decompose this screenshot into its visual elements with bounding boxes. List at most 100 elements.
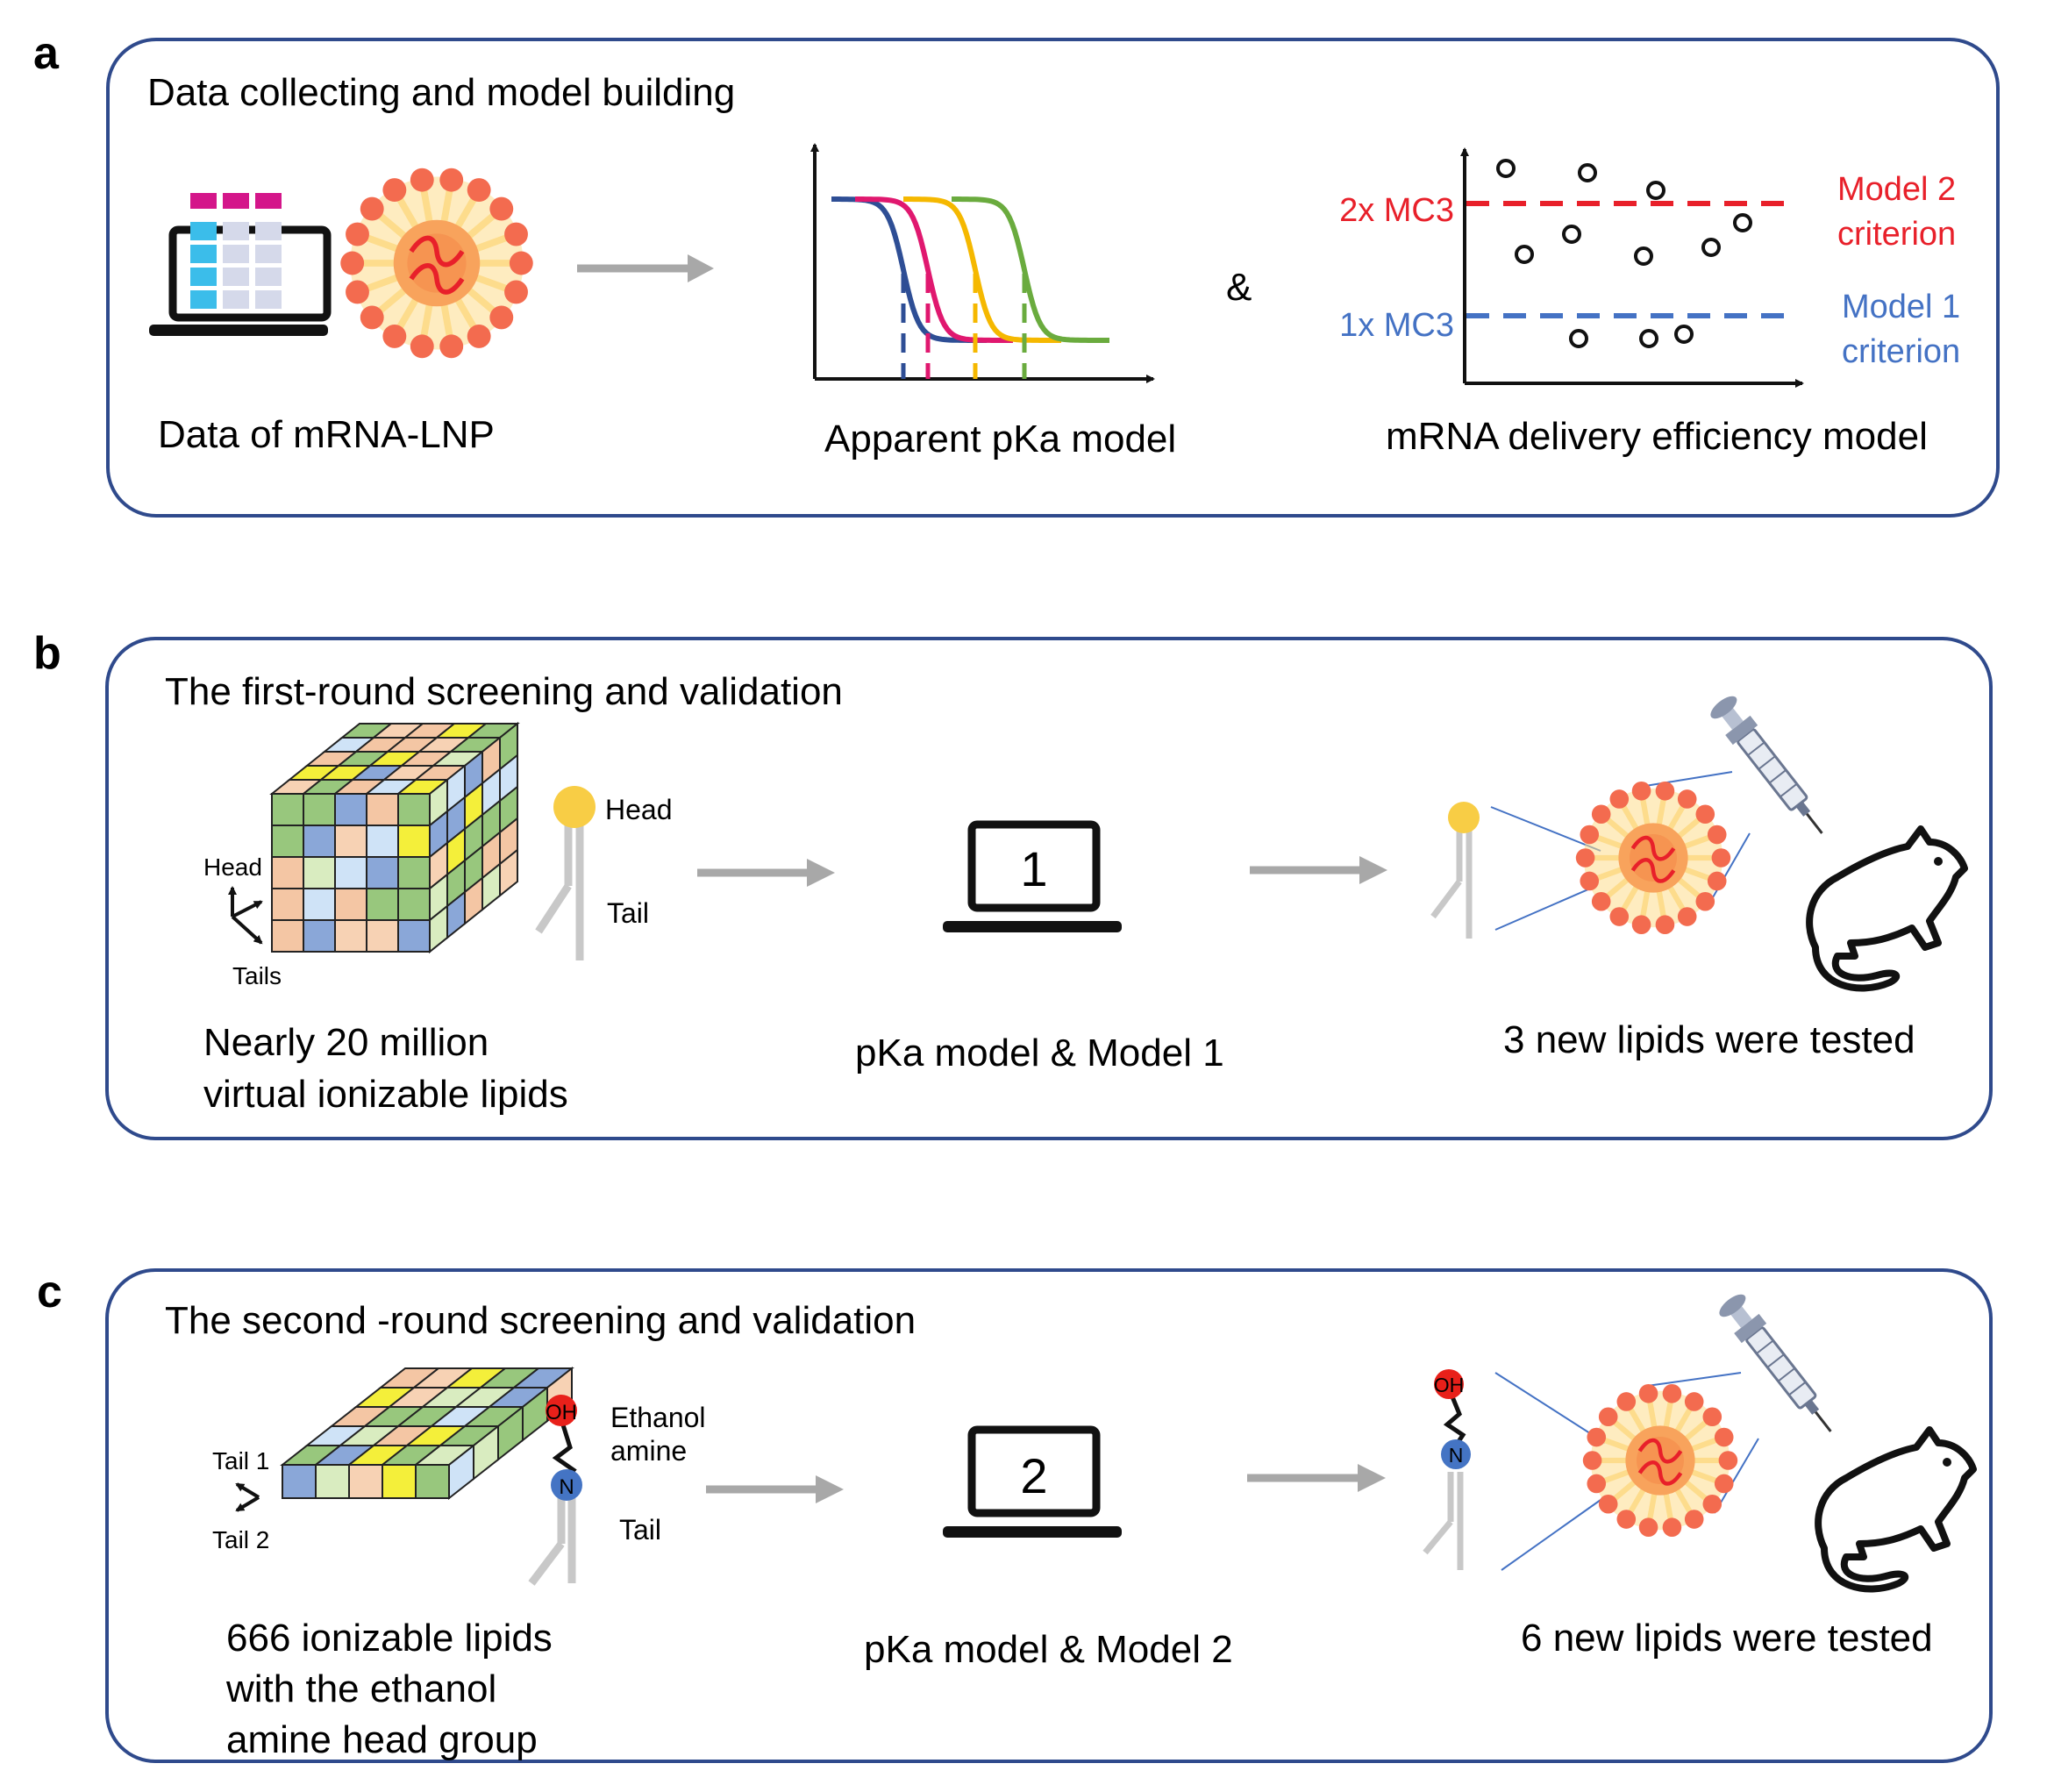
lnp-spoke [472,232,512,253]
lnp-headgroup [1662,1517,1682,1538]
lnp-spoke [1626,1486,1647,1517]
n-atom-label: N [559,1475,574,1499]
lnp-spoke [1600,1436,1632,1453]
lnp-spoke [1675,875,1704,901]
lnp-headgroup [346,280,369,304]
caption-pka-model-2: pKa model & Model 2 [864,1628,1233,1671]
lnp-spoke [464,210,500,241]
panel-a: a Data collecting and model building Dat… [33,28,2000,518]
lnp-headgroup [1702,1407,1722,1427]
cube-cell [397,856,431,889]
lnp-headgroup [1591,891,1611,911]
lnp-headgroup [1580,871,1600,891]
lnp-headgroup [504,222,528,246]
lnp-headgroup [1582,1451,1602,1470]
scatter-point [1578,163,1597,182]
cube-cell [334,856,367,889]
cube-cell [271,856,304,889]
table-cell [190,268,217,286]
lnp-headgroup [509,251,533,275]
lnp-headgroup [1702,1494,1722,1514]
mouse-icon [1806,825,1968,992]
laptop-icon: 2 [943,1425,1122,1538]
cube-cell [366,888,399,921]
lnp-headgroup [1714,1474,1734,1494]
lnp-spoke [1666,883,1687,914]
ethanol-label-line1: Ethanol [610,1402,706,1433]
panel-b-frame [105,637,1993,1140]
laptop-number-2: 2 [1020,1448,1047,1503]
lnp-headgroup [1616,1392,1637,1411]
label-1x-mc3: 1x MC3 [1339,307,1454,344]
panel-a-frame [106,38,2000,518]
mouse-icon [1815,1426,1977,1593]
lnp-particle-icon [340,168,533,359]
lnp-spoke [1602,815,1631,840]
lnp-headgroup [1655,781,1675,801]
zoom-lines [1494,1372,1759,1571]
mrna-strand [1630,835,1676,861]
axis-arrows [235,1482,260,1512]
lnp-headgroup [1616,1510,1637,1529]
lnp-headgroup [360,305,384,330]
scatter-point [1496,159,1516,178]
caption-lib-line1: Nearly 20 million [203,1021,489,1064]
model1-criterion-line2: criterion [1842,333,1960,370]
scatter-point [1646,181,1665,200]
lnp-headgroup [1707,825,1727,845]
lnp-headgroup [1631,915,1651,935]
scatter-point [1562,225,1581,244]
lnp-headgroup [340,251,365,275]
lnp-headgroup [1695,804,1715,825]
lnp-core-inner [1630,834,1677,882]
lnp-spoke [1646,1490,1658,1524]
lnp-spoke [439,301,454,341]
lnp-spoke [1675,815,1704,840]
lnp-spoke [1681,866,1714,882]
panel-b: b The first-round screening and validati… [33,628,1993,1140]
lnp-spoke [394,295,420,333]
caption-lib-line3: amine head group [226,1718,538,1761]
lnp-headgroup [346,222,369,246]
lnp-headgroup [439,168,464,192]
lnp-spoke [419,185,434,225]
lnp-headgroup [1718,1451,1738,1470]
pka-curve [903,196,1061,343]
lnp-spoke [419,301,434,341]
cube-cell [303,919,336,953]
syringe-icon [1710,696,1823,834]
lnp-spoke [1619,802,1640,832]
cube-cell [271,888,304,921]
cube-cell [334,825,367,858]
arrow-right-icon [1250,856,1387,884]
scatter-point [1634,246,1653,266]
lipid-label-tail: Tail [607,897,649,929]
lnp-headgroup [1587,1474,1607,1494]
grid-cell [348,1464,383,1499]
lnp-spoke [1688,1436,1721,1453]
lnp-spoke [1663,1490,1674,1524]
cube-cell [366,793,399,826]
pka-curve [952,196,1109,343]
lnp-spoke [361,273,402,294]
cube-cell [334,888,367,921]
zoom-lines [1490,771,1751,931]
table-cell [255,222,282,240]
efficiency-scatter-plot [1460,147,1804,388]
grid-cell [415,1464,450,1499]
cube-cell [366,919,399,953]
oh-group-label: OH [546,1401,577,1424]
lnp-spoke [453,295,480,333]
ethanolamine-lipid-icon: N OH [528,1395,582,1586]
lnp-spoke [374,285,410,317]
cube-cell [271,825,304,858]
lnp-headgroup [1638,1517,1658,1538]
table-cell [190,245,217,263]
table-cell [255,268,282,286]
pka-curves-plot [810,143,1155,383]
lnp-spoke [1673,1404,1694,1435]
label-2x-mc3: 2x MC3 [1339,192,1454,229]
lnp-spoke [1681,833,1714,850]
cube-cell [303,825,336,858]
lnp-headgroup [1631,781,1651,801]
